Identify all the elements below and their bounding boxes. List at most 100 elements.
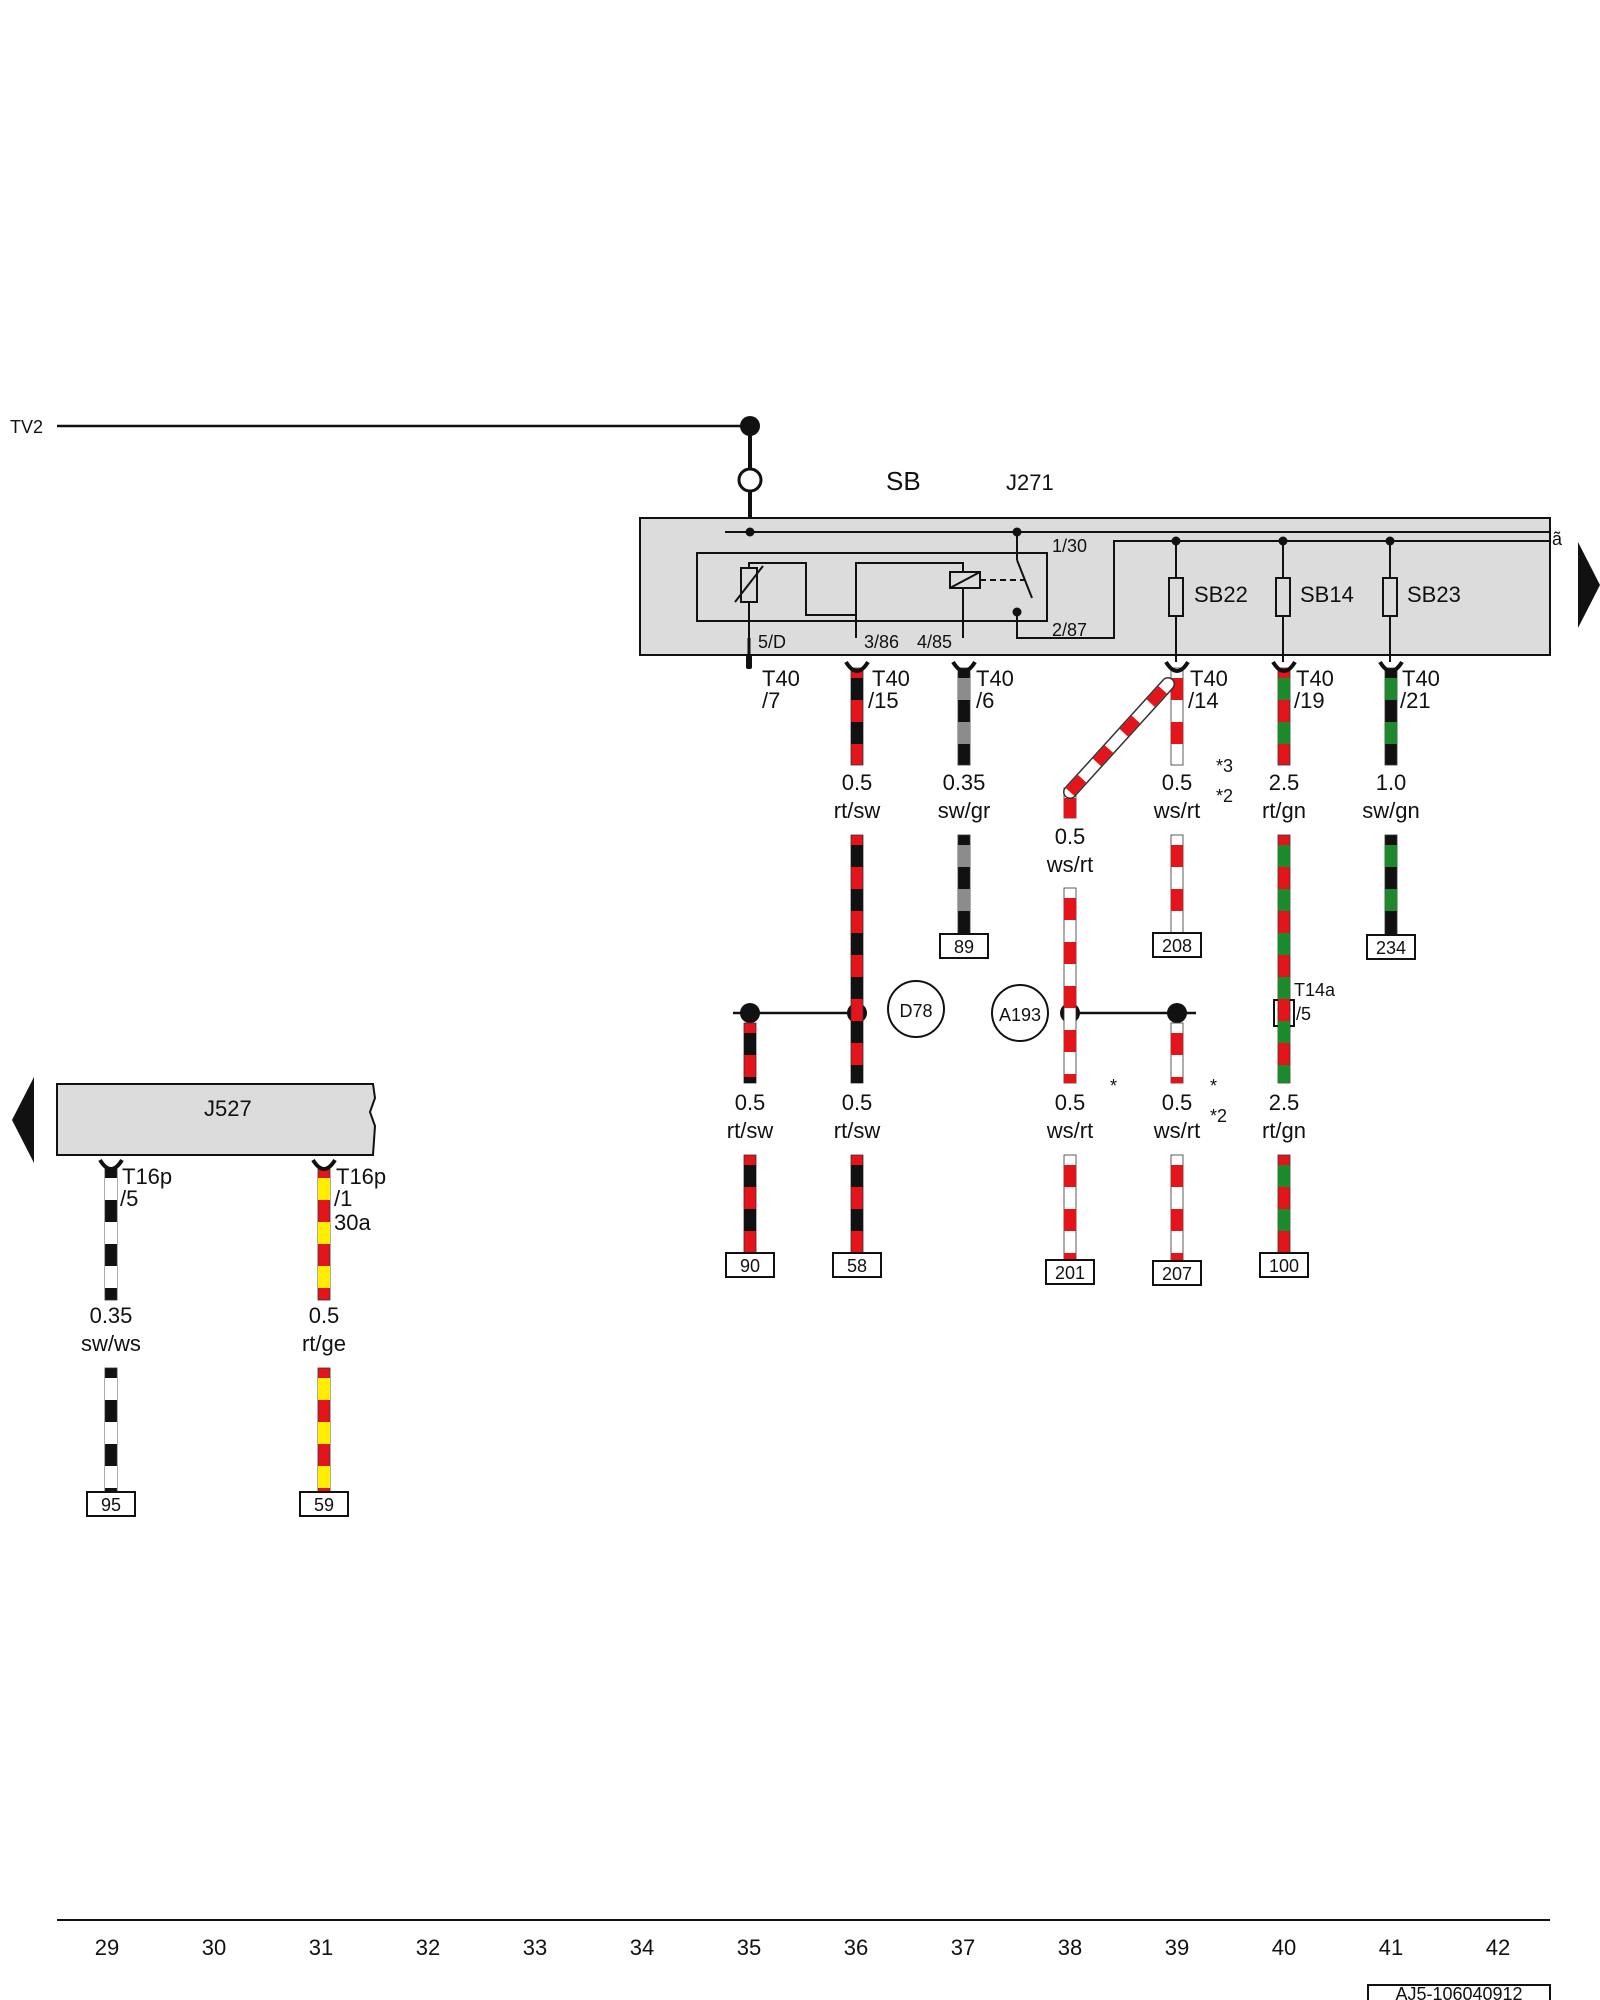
t40-7-pin: /7 (762, 688, 780, 713)
l58-size: 0.5 (842, 1090, 873, 1115)
cup-t16p-1 (311, 1158, 337, 1171)
pin-1-30-label: 1/30 (1052, 536, 1087, 556)
fuse-sb22 (1168, 536, 1184, 662)
l201-color: ws/rt (1046, 1118, 1093, 1143)
continue-right-arrow (1578, 542, 1600, 628)
cup-t40-15 (844, 660, 870, 673)
track-number: 31 (309, 1935, 333, 1960)
sb-edge-mark: ã (1552, 529, 1563, 549)
track-number: 39 (1165, 1935, 1189, 1960)
t14a-pin: /5 (1296, 1004, 1311, 1024)
t14a-conn: T14a (1294, 980, 1336, 1000)
track-number: 33 (523, 1935, 547, 1960)
node-a193-circle (991, 984, 1049, 1042)
l90-color: rt/sw (727, 1118, 774, 1143)
l207-note1: * (1210, 1076, 1217, 1096)
fuse-sb22-label: SB22 (1194, 582, 1248, 607)
t40-15-pin: /15 (868, 688, 899, 713)
t40-15-conn: T40 (872, 666, 910, 691)
w14-color: ws/rt (1153, 798, 1200, 823)
t16p-1-conn: T16p (336, 1164, 386, 1189)
wire-t40-6-lower (957, 834, 971, 935)
fuse-sb23-label: SB23 (1407, 582, 1461, 607)
t40-21-pin: /21 (1400, 688, 1431, 713)
ref-box-234: 234 (1366, 934, 1416, 960)
relay-coil-wire (855, 562, 964, 638)
ref-box-95: 95 (86, 1491, 136, 1517)
doc-id-box (1367, 1984, 1551, 2000)
j59-size: 0.5 (309, 1303, 340, 1328)
wires-layer (104, 667, 1398, 1493)
l201-size: 0.5 (1055, 1090, 1086, 1115)
pin-2-87-label: 2/87 (1052, 620, 1087, 640)
wire-t16p-5-upper (104, 1167, 118, 1301)
sb-title: SB (886, 466, 921, 496)
l207-note2: *2 (1210, 1106, 1227, 1126)
track-number: 40 (1272, 1935, 1296, 1960)
fuse-sb23 (1382, 536, 1398, 662)
l207-size: 0.5 (1162, 1090, 1193, 1115)
node-d78-circle (887, 980, 945, 1038)
t40-7-conn: T40 (762, 666, 800, 691)
t40-7-end (746, 655, 752, 669)
wire-90-lower (743, 1154, 757, 1254)
t40-14-pin: /14 (1188, 688, 1219, 713)
wire-90-upper (743, 1022, 757, 1084)
wire-t40-15-lower (850, 834, 864, 1084)
track-number: 38 (1058, 1935, 1082, 1960)
track-number: 34 (630, 1935, 654, 1960)
svg-text:201: 201 (1055, 1263, 1085, 1283)
wire-t16p-1-lower (317, 1367, 331, 1493)
pin-4-85-label: 4/85 (917, 632, 952, 652)
fuse-sb14-label: SB14 (1300, 582, 1354, 607)
t16p-5-conn: T16p (122, 1164, 172, 1189)
doc-id-label: AJ5-106040912 (1395, 1984, 1522, 2000)
w21-size: 1.0 (1376, 770, 1407, 795)
t40-19-pin: /19 (1294, 688, 1325, 713)
cup-t40-14 (1164, 660, 1190, 673)
track-number: 37 (951, 1935, 975, 1960)
relay-coil-slash (949, 571, 981, 589)
wire-58-lower (850, 1154, 864, 1254)
t40-21-conn: T40 (1402, 666, 1440, 691)
track-number: 32 (416, 1935, 440, 1960)
track-number: 35 (737, 1935, 761, 1960)
svg-text:234: 234 (1376, 938, 1406, 958)
ref-box-58: 58 (832, 1252, 882, 1278)
j527-title: J527 (204, 1096, 252, 1121)
track-number: 36 (844, 1935, 868, 1960)
wire-t16p-1-upper (317, 1167, 331, 1301)
svg-text:95: 95 (101, 1495, 121, 1515)
track-number: 41 (1379, 1935, 1403, 1960)
relay-title: J271 (1006, 470, 1054, 495)
w6-color: sw/gr (938, 798, 991, 823)
wire-diag-branch (1063, 677, 1175, 799)
w6-size: 0.35 (943, 770, 986, 795)
node-a193-label: A193 (999, 1005, 1041, 1025)
w19-color: rt/gn (1262, 798, 1306, 823)
l90-size: 0.5 (735, 1090, 766, 1115)
wire-t40-21-upper (1384, 667, 1398, 766)
continue-left-arrow (12, 1077, 34, 1163)
t40-19-conn: T40 (1296, 666, 1334, 691)
wire-207-lower (1170, 1154, 1184, 1262)
pin-5d-label: 5/D (758, 632, 786, 652)
svg-text:89: 89 (954, 937, 974, 957)
svg-text:59: 59 (314, 1495, 334, 1515)
fuse-sb14 (1275, 536, 1291, 662)
cup-t40-21 (1378, 660, 1404, 673)
junction-node-207 (1167, 1003, 1187, 1023)
l207-color: ws/rt (1153, 1118, 1200, 1143)
wire-t40-21-lower (1384, 834, 1398, 936)
w15-size: 0.5 (842, 770, 873, 795)
l201-note: * (1110, 1076, 1117, 1096)
cup-t16p-5 (98, 1158, 124, 1171)
thermistor-slash (734, 565, 764, 603)
ref-box-90: 90 (725, 1252, 775, 1278)
cup-t40-6 (951, 660, 977, 673)
t16p-5-pin: /5 (120, 1186, 138, 1211)
w21-color: sw/gn (1362, 798, 1419, 823)
feed-terminal (737, 467, 763, 493)
pin-3-86-label: 3/86 (864, 632, 899, 652)
